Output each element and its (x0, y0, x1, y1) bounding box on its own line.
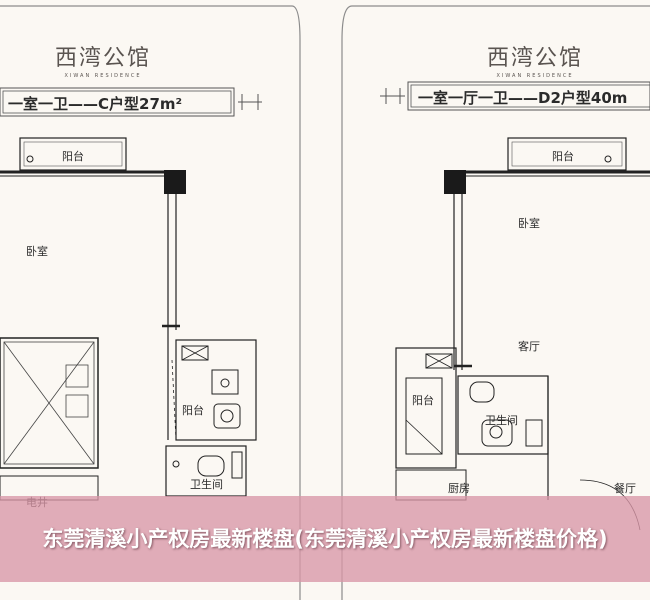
brand-name-cn: 西湾公馆 (486, 46, 583, 71)
floor-plan-d2: 西湾公馆 XIWAN RESIDENCE 一室一厅一卫——D2户型40m 阳台 … (330, 0, 650, 600)
floor-plan-c: 西湾公馆 XIWAN RESIDENCE 一室一卫——C户型27m² 阳台 卧室… (0, 5, 301, 600)
brand-logo: 西湾公馆 XIWAN RESIDENCE (18, 40, 188, 79)
room-dining: 餐厅 (614, 482, 636, 495)
room-living: 客厅 (518, 340, 540, 353)
room-balcony-side: 阳台 (182, 404, 204, 417)
room-balcony-side: 阳台 (412, 394, 434, 407)
unit-type-label: 一室一卫——C户型27m² (8, 95, 183, 113)
unit-type-label: 一室一厅一卫——D2户型40m (418, 89, 628, 107)
brand-name-en: XIWAN RESIDENCE (496, 73, 574, 79)
room-bathroom: 卫生间 (485, 414, 518, 427)
room-bedroom: 卧室 (26, 245, 48, 258)
room-bathroom: 卫生间 (190, 478, 223, 491)
caption-text: 东莞清溪小产权房最新楼盘(东莞清溪小产权房最新楼盘价格) (42, 527, 608, 551)
brand-logo: 西湾公馆 XIWAN RESIDENCE (450, 40, 620, 79)
room-kitchen: 厨房 (448, 482, 470, 495)
caption-banner: 东莞清溪小产权房最新楼盘(东莞清溪小产权房最新楼盘价格) (0, 496, 650, 582)
room-balcony-top: 阳台 (552, 150, 574, 163)
floor-plan-c-drawing (0, 5, 301, 600)
brand-name-cn: 西湾公馆 (54, 46, 151, 71)
room-balcony-top: 阳台 (62, 150, 84, 163)
brand-name-en: XIWAN RESIDENCE (64, 73, 142, 79)
room-bedroom: 卧室 (518, 217, 540, 230)
